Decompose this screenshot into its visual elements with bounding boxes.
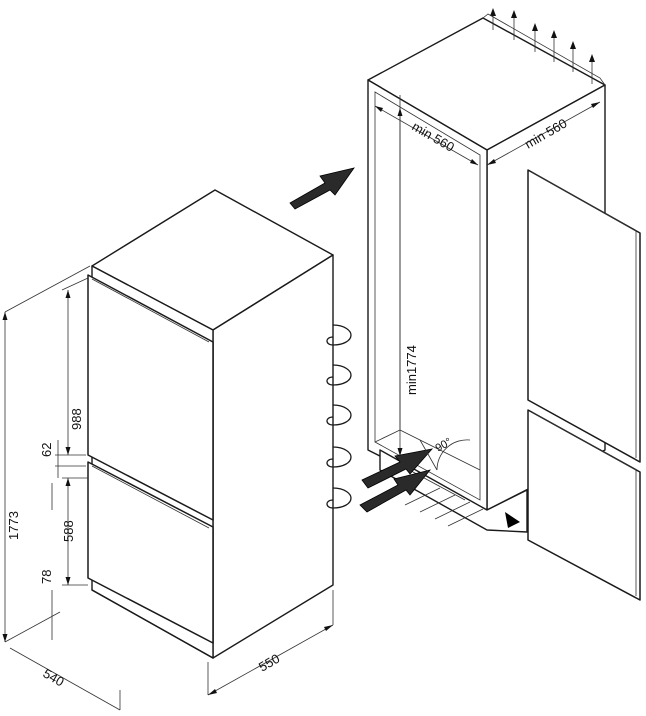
dim-upper-door: 988 xyxy=(69,408,84,430)
upper-door xyxy=(87,274,214,521)
dim-width: 550 xyxy=(256,651,282,675)
furniture-doors xyxy=(527,169,641,601)
bottom-intake-arrow xyxy=(359,469,432,513)
insert-arrow xyxy=(289,167,355,210)
bottom-intake-arrow-2 xyxy=(361,448,434,489)
dimension-lines-left xyxy=(2,265,334,711)
dim-depth: 540 xyxy=(41,666,67,690)
fridge-appliance xyxy=(87,189,352,659)
lower-door xyxy=(87,461,214,644)
niche-opening xyxy=(374,91,481,501)
dim-lower-door: 588 xyxy=(61,520,76,542)
niche-front-face xyxy=(367,79,488,511)
dim-niche-height: min1774 xyxy=(404,345,419,395)
condenser-coil xyxy=(326,324,352,509)
corner-marker xyxy=(505,512,520,528)
dim-height-total: 1773 xyxy=(6,511,21,540)
bottom-vent-arrows xyxy=(399,464,484,527)
niche-plinth xyxy=(379,449,528,533)
dim-gap-upper: 62 xyxy=(39,443,54,457)
dim-gap-lower: 78 xyxy=(39,570,54,584)
top-vent-arrows xyxy=(482,8,606,86)
